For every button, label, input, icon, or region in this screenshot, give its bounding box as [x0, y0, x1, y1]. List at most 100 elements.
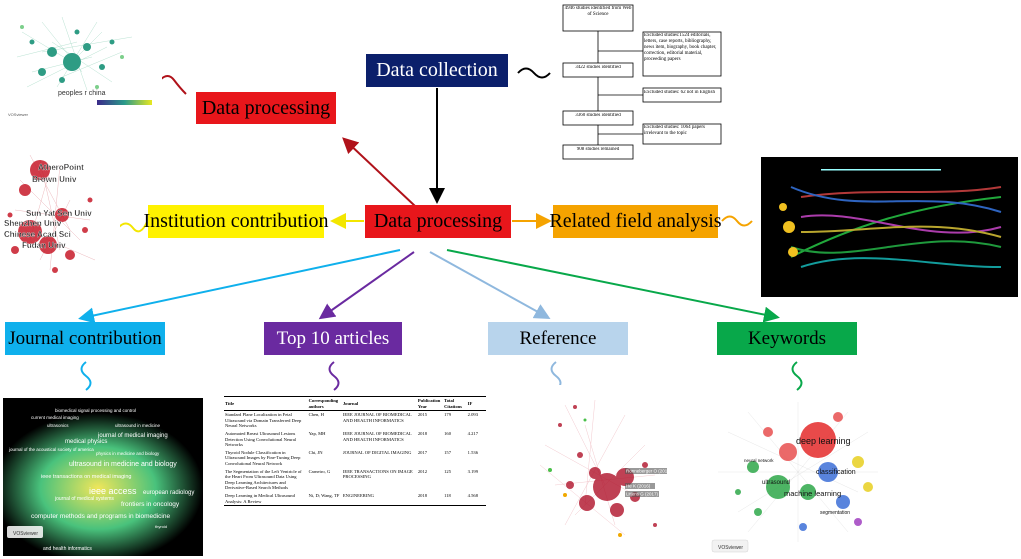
table-cell: IEEE JOURNAL OF BIOMEDICAL AND HEALTH IN… — [342, 412, 412, 423]
inst-label-3: Sun Yat Sen Univ — [26, 209, 92, 218]
table-row: Deep Learning in Medical Ultrasound Anal… — [224, 492, 486, 506]
journal-label-4: ultrasound in medicine — [115, 423, 161, 428]
arrow-to-keywords — [446, 249, 780, 323]
flow-exclusion-1: Excluded studies:1524 editorials, letter… — [644, 33, 717, 62]
journal-label-2: current medical imaging — [31, 415, 79, 420]
table-cell: Ni, D; Wang, TF — [308, 492, 340, 498]
inst-label-6: Fudan Univ — [22, 241, 66, 250]
journal-label-15: computer methods and programs in biomedi… — [31, 513, 170, 520]
journal-label-1: biomedical signal processing and control — [55, 408, 136, 413]
table-cell: 2017 — [417, 449, 428, 455]
top10-articles-table: Title Corresponding authors Journal Publ… — [224, 396, 486, 556]
table-cell: 2012 — [417, 468, 428, 474]
flow-step-2: 3422 studies identified — [575, 65, 621, 70]
squiggle-institution — [117, 221, 148, 233]
arrow-to-journal — [78, 249, 401, 324]
vosviewer-logo-journal: VOSviewer — [13, 531, 38, 537]
squiggle-country-map — [159, 75, 187, 95]
inst-label-5: Chinese Acad Sci — [4, 230, 71, 239]
journal-label-16: thyroid — [155, 524, 167, 529]
table-cell: The Segmentation of the Left Ventricle o… — [225, 468, 302, 491]
table-header: Publication Year — [417, 398, 441, 409]
table-cell: 2018 — [417, 492, 428, 498]
ref-label-3: Litjens G (2017) — [626, 492, 659, 497]
ref-label-2: He K (2016) — [626, 484, 651, 489]
kw-label-2: classification — [816, 469, 856, 476]
journal-label-17: and health informatics — [43, 546, 92, 552]
table-row: Thyroid Nodule Classification in Ultraso… — [224, 449, 486, 468]
table-row: Automated Breast Ultrasound Lesions Dete… — [224, 430, 486, 449]
flow-step-1: 4946 studies identified from Web of Scie… — [564, 6, 632, 17]
node-related-field-analysis: Related field analysis — [549, 205, 722, 238]
journal-label-5: journal of medical imaging — [97, 433, 168, 439]
journal-label-13: journal of medical systems — [54, 496, 114, 502]
reference-network-thumbnail: Ronneberger O (2015) He K (2016) Litjens… — [525, 385, 680, 555]
node-keywords: Keywords — [717, 322, 857, 355]
table-cell: 160 — [444, 430, 451, 436]
table-row: The Segmentation of the Left Ventricle o… — [224, 468, 486, 492]
squiggle-related — [721, 215, 753, 227]
node-reference: Reference — [488, 322, 628, 355]
ref-label-1: Ronneberger O (2015) — [626, 469, 672, 474]
table-cell: Standard Plane Localization in Fetal Ult… — [225, 412, 302, 429]
flow-exclusion-3: Excluded studies: 1064 papers irrelevant… — [644, 125, 705, 136]
node-data-processing-top: Data processing — [196, 92, 336, 124]
inst-label-4: Shenzhen Univ — [4, 219, 62, 228]
table-cell: JOURNAL OF DIGITAL IMAGING — [342, 449, 412, 455]
journal-label-9: ultrasound in medicine and biology — [69, 461, 177, 468]
journal-network-thumbnail: biomedical signal processing and control… — [3, 398, 203, 556]
journal-label-14: frontiers in oncology — [121, 501, 180, 508]
table-cell: 4.217 — [467, 430, 478, 436]
flow-step-3: 3360 studies identified — [575, 113, 621, 118]
kw-label-4: ultrasound — [762, 480, 790, 486]
table-cell: 2018 — [417, 430, 428, 436]
journal-label-11: ieee access — [89, 486, 137, 496]
table-cell: Yap, MH — [308, 430, 326, 436]
table-cell: 3.199 — [467, 468, 478, 474]
table-cell: 2015 — [417, 412, 428, 418]
vosviewer-logo-keywords: VOSviewer — [718, 545, 743, 551]
table-cell: Carneiro, G — [308, 468, 331, 474]
inst-label-2: Brown Univ — [32, 175, 77, 184]
institution-network-thumbnail: AtheroPoint Brown Univ Sun Yat Sen Univ … — [0, 140, 120, 290]
journal-label-10: ieee transactions on medical imaging — [41, 474, 132, 480]
keyword-network-thumbnail: deep learning classification machine lea… — [708, 392, 888, 557]
squiggle-journal — [80, 361, 92, 391]
squiggle-top10 — [328, 361, 340, 391]
arrow-to-reference — [429, 251, 551, 319]
country-label: peoples r china — [58, 90, 106, 97]
related-field-thumbnail — [761, 157, 1018, 297]
table-cell: IEEE JOURNAL OF BIOMEDICAL AND HEALTH IN… — [342, 430, 412, 442]
flow-step-4: 908 studies remained — [576, 147, 620, 152]
node-data-collection: Data collection — [366, 54, 508, 87]
table-header: Title — [225, 400, 235, 406]
inst-label-1: AtheroPoint — [38, 163, 84, 172]
table-header: IF — [467, 400, 473, 406]
table-header: Corresponding authors — [308, 398, 339, 409]
journal-label-3: ultrasonics — [47, 423, 69, 428]
table-header: Total Citations — [444, 398, 462, 409]
table-cell: 125 — [444, 468, 451, 474]
table-cell: 157 — [444, 449, 451, 455]
arrow-to-top10 — [318, 251, 415, 320]
country-network-thumbnail: peoples r china VOSviewer — [2, 2, 162, 120]
table-cell: ENGINEERING — [342, 492, 374, 498]
journal-label-6: medical physics — [65, 439, 107, 445]
table-cell: Thyroid Nodule Classification in Ultraso… — [225, 449, 301, 466]
kw-label-6: neural network — [744, 458, 774, 463]
journal-label-7: journal of the acoustical society of ame… — [8, 447, 94, 452]
squiggle-keywords — [791, 361, 803, 391]
table-row: Standard Plane Localization in Fetal Ult… — [224, 411, 486, 430]
table-cell: Chen, H — [308, 412, 324, 418]
table-cell: 2.093 — [467, 412, 478, 418]
kw-label-1: deep learning — [796, 436, 851, 446]
table-cell: 4.568 — [467, 492, 478, 498]
prisma-flowchart: 4946 studies identified from Web of Scie… — [562, 4, 722, 160]
journal-label-12: european radiology — [143, 490, 194, 496]
table-cell: IEEE TRANSACTIONS ON IMAGE PROCESSING — [342, 468, 413, 480]
table-cell: Chi, JN — [308, 449, 323, 455]
flow-exclusion-2: Excluded studies: 62 not in English — [644, 90, 715, 95]
node-journal-contribution: Journal contribution — [5, 322, 165, 355]
arrow-to-data-processing-top — [342, 137, 416, 207]
